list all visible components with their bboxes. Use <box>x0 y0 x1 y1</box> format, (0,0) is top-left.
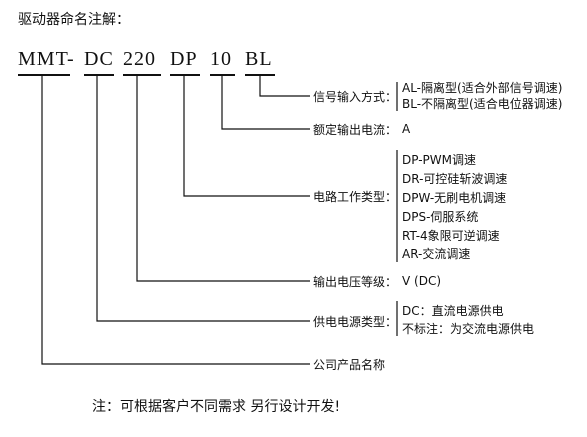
value-circuit-dr: DR-可控硅斩波调速 <box>402 172 508 186</box>
code-segment-mmt: MMT- <box>18 48 75 70</box>
value-circuit-dps: DPS-伺服系统 <box>402 210 479 224</box>
value-current-unit: A <box>402 122 411 136</box>
code-segment-10: 10 <box>210 48 232 70</box>
label-signal-input: 信号输入方式： <box>313 90 398 104</box>
underline-220 <box>123 74 161 76</box>
underline-dc <box>84 74 114 76</box>
connector-220 <box>136 76 310 282</box>
connector-dc <box>96 76 310 322</box>
value-power-ac: 不标注：为交流电源供电 <box>402 322 535 336</box>
value-signal-al: AL-隔离型(适合外部信号调速) <box>402 81 563 95</box>
code-segment-dc: DC <box>84 48 114 70</box>
code-segment-220: 220 <box>123 48 156 70</box>
underline-mmt <box>18 74 70 76</box>
value-power-dc: DC：直流电源供电 <box>402 304 504 318</box>
value-voltage-unit: V (DC) <box>402 274 442 288</box>
value-circuit-ar: AR-交流调速 <box>402 247 471 261</box>
underline-10 <box>210 74 235 76</box>
label-company-product: 公司产品名称 <box>313 358 386 372</box>
connector-mmt <box>41 76 310 365</box>
connector-dp <box>183 76 310 197</box>
code-segment-bl: BL <box>245 48 273 70</box>
underline-bl <box>245 74 275 76</box>
code-segment-dp: DP <box>170 48 198 70</box>
label-circuit-type: 电路工作类型： <box>313 190 398 204</box>
value-circuit-rt: RT-4象限可逆调速 <box>402 229 500 243</box>
value-signal-bl: BL-不隔离型(适合电位器调速) <box>402 97 563 111</box>
value-circuit-dp: DP-PWM调速 <box>402 153 476 167</box>
label-output-voltage: 输出电压等级： <box>313 275 398 289</box>
connector-bl <box>259 76 310 97</box>
diagram-heading: 驱动器命名注解： <box>18 12 130 28</box>
underline-dp <box>170 74 200 76</box>
footer-note: 注：可根据客户不同需求 另行设计开发! <box>92 399 341 415</box>
connector-10 <box>221 76 310 130</box>
label-rated-current: 额定输出电流： <box>313 123 398 137</box>
value-circuit-dpw: DPW-无刷电机调速 <box>402 191 507 205</box>
label-power-supply: 供电电源类型： <box>313 315 398 329</box>
